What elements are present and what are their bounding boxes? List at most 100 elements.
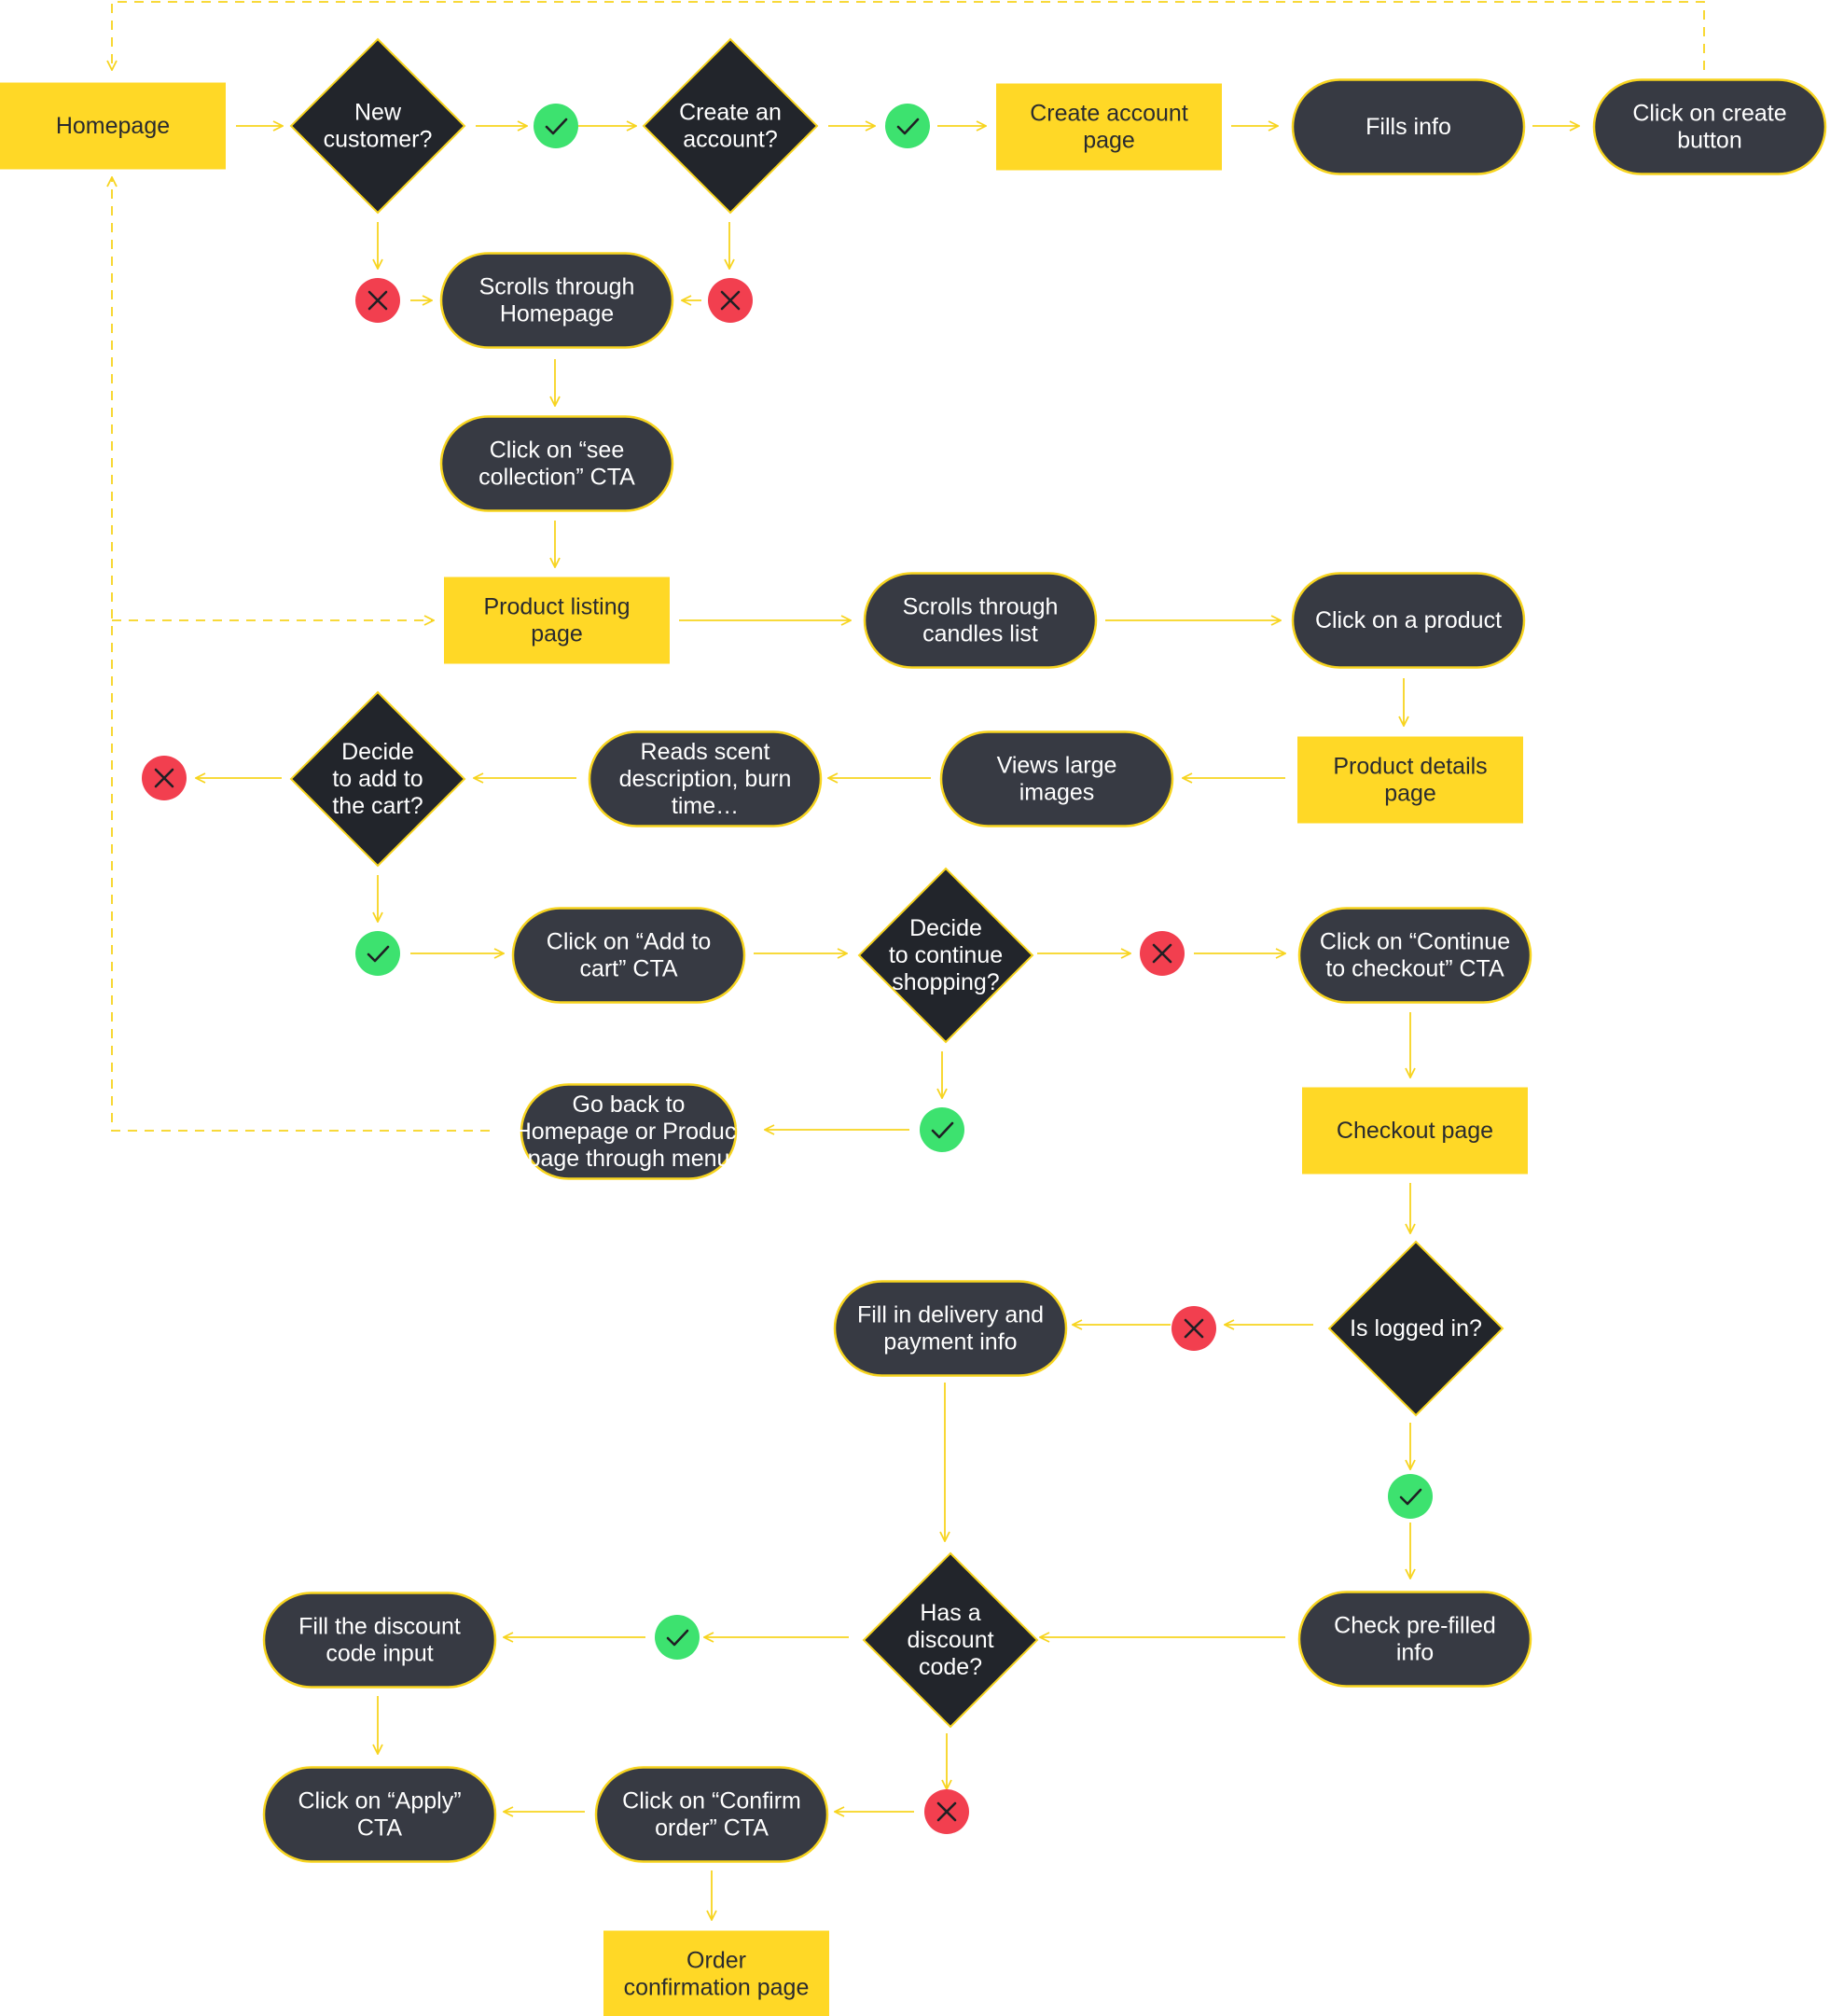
action-pill-shape xyxy=(262,1592,497,1689)
action-pill-shape xyxy=(439,415,674,512)
node-label-line: Go back to xyxy=(573,1091,686,1118)
node-label-line: images xyxy=(1019,780,1095,806)
marker-circle xyxy=(655,1615,700,1660)
decision-diamond-shape xyxy=(289,690,466,868)
node-label-line: Click on “see xyxy=(490,438,625,464)
node-label-line: Has a xyxy=(920,1600,980,1626)
connectors xyxy=(112,1,1705,1920)
node-label-line: Fill in delivery and xyxy=(857,1302,1044,1328)
action-pill-fills-info: Fills info xyxy=(1291,78,1526,175)
node-label-line: page xyxy=(531,621,583,647)
node-label-line: account? xyxy=(683,127,777,153)
decision-diamond-shape xyxy=(857,867,1034,1044)
action-pill-shape xyxy=(1297,907,1532,1004)
node-label-line: confirmation page xyxy=(624,1975,810,2001)
cross-icon xyxy=(1171,1306,1216,1351)
node-label-line: Scrolls through xyxy=(479,274,635,300)
node-label-line: to checkout” CTA xyxy=(1325,956,1504,982)
page-box-shape xyxy=(603,1930,829,2016)
cross-mark xyxy=(936,1801,957,1822)
decision-diamond-shape xyxy=(1327,1240,1504,1417)
node-label-line: code? xyxy=(919,1654,982,1680)
action-pill-shape xyxy=(594,1766,829,1863)
decision-diamond-shape xyxy=(642,37,819,215)
node-label-line: Click on “Continue xyxy=(1320,929,1510,955)
node-label-line: to add to xyxy=(332,766,423,792)
node-label-line: payment info xyxy=(883,1329,1017,1356)
node-label-line: Homepage xyxy=(56,113,170,139)
node-label-line: Checkout page xyxy=(1337,1118,1493,1144)
marker-circle xyxy=(534,104,578,148)
decision-diamond-shape xyxy=(289,37,466,215)
check-mark xyxy=(896,118,920,135)
action-pill-shape xyxy=(1291,572,1526,669)
page-box-shape xyxy=(0,82,226,170)
node-label-line: the cart? xyxy=(332,793,423,819)
cross-mark xyxy=(154,768,174,788)
action-pill-shape xyxy=(863,572,1098,669)
action-pill-shape xyxy=(588,730,823,827)
node-label-line: cart” CTA xyxy=(579,956,677,982)
node-label-line: New xyxy=(354,100,402,126)
action-pill-shape xyxy=(511,907,746,1004)
node-label-line: customer? xyxy=(324,127,433,153)
node-label-line: Reads scent xyxy=(641,739,770,765)
check-mark xyxy=(1399,1488,1422,1506)
action-pill-shape xyxy=(1297,1591,1532,1688)
action-pill-click-product: Click on a product xyxy=(1291,572,1526,669)
node-label-line: discount xyxy=(907,1627,993,1653)
node-label-line: Order xyxy=(686,1948,746,1974)
marker-circle xyxy=(885,104,930,148)
node-label-line: Homepage xyxy=(500,301,614,327)
node-label-line: page xyxy=(1083,128,1135,154)
decision-diamond-shape xyxy=(862,1551,1039,1729)
node-label-line: shopping? xyxy=(892,969,999,995)
page-box-shape xyxy=(444,577,670,664)
dashed-loop-top xyxy=(112,1,1705,70)
marker-circle xyxy=(1388,1474,1433,1519)
node-label-line: Click on “Apply” xyxy=(298,1788,461,1814)
marker-circle xyxy=(355,931,400,976)
check-icon xyxy=(355,931,400,976)
check-icon xyxy=(920,1107,964,1152)
page-box-homepage: Homepage xyxy=(0,82,226,170)
decision-markers xyxy=(142,104,1433,1834)
action-pill-click-apply: Click on “Apply”CTA xyxy=(262,1766,497,1863)
node-label-line: info xyxy=(1396,1640,1434,1666)
check-mark xyxy=(666,1629,689,1647)
node-label-line: page xyxy=(1384,781,1436,807)
node-label-line: Homepage or Product xyxy=(515,1119,743,1145)
cross-mark xyxy=(1152,943,1172,964)
node-label-line: to continue xyxy=(889,942,1003,968)
dashed-go-back-to-homepage xyxy=(112,177,490,1132)
node-label-line: Decide xyxy=(909,915,982,941)
page-box-checkout-page: Checkout page xyxy=(1302,1087,1528,1175)
node-label-line: Click on “Add to xyxy=(547,929,711,955)
cross-icon xyxy=(708,278,753,323)
node-label-line: Create an xyxy=(679,100,782,126)
node-label-line: order” CTA xyxy=(655,1815,769,1842)
check-icon xyxy=(885,104,930,148)
node-label-line: description, burn xyxy=(619,766,792,792)
action-pill-shape xyxy=(1592,78,1827,175)
page-box-shape xyxy=(996,83,1222,171)
